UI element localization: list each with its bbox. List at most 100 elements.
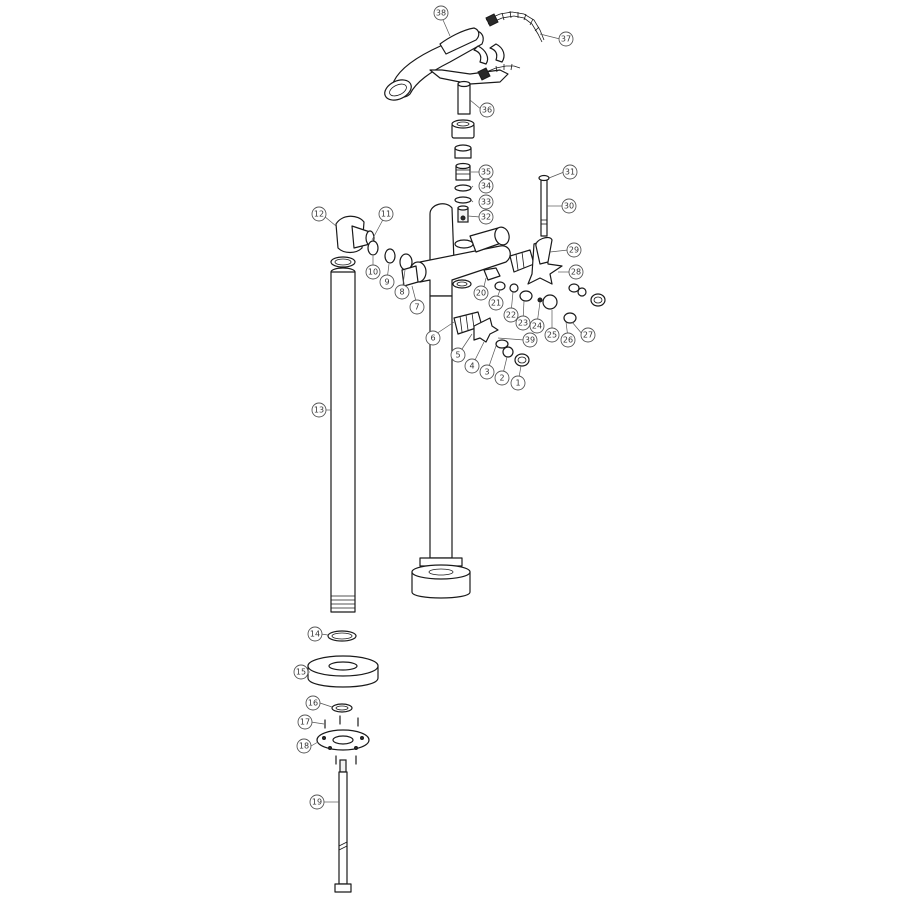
callout-label: 16 bbox=[308, 699, 318, 708]
callout-circle bbox=[560, 332, 576, 348]
callout-25: 25 bbox=[544, 327, 560, 343]
callout-label: 28 bbox=[571, 268, 581, 277]
callout-37: 37 bbox=[558, 31, 574, 47]
callout-3: 3 bbox=[479, 364, 495, 380]
callout-label: 26 bbox=[563, 336, 573, 345]
shower-handset bbox=[384, 27, 484, 101]
callout-22: 22 bbox=[503, 307, 519, 323]
callout-7: 7 bbox=[409, 299, 425, 315]
hose-coil-marks bbox=[501, 10, 540, 32]
callout-label: 14 bbox=[310, 630, 320, 639]
riser-pipe bbox=[330, 267, 356, 613]
callout-circle bbox=[365, 264, 381, 280]
callout-label: 37 bbox=[561, 35, 571, 44]
callout-label: 6 bbox=[430, 334, 435, 343]
callout-32: 32 bbox=[478, 209, 494, 225]
callout-circle bbox=[503, 307, 519, 323]
callout-circle bbox=[378, 206, 394, 222]
callout-36: 36 bbox=[479, 102, 495, 118]
callout-4: 4 bbox=[464, 358, 480, 374]
callout-10: 10 bbox=[365, 264, 381, 280]
callout-circle bbox=[394, 284, 410, 300]
callout-39: 39 bbox=[522, 332, 538, 348]
handset-hose-upper bbox=[485, 10, 545, 43]
left-outlet-fittings bbox=[330, 215, 419, 287]
callout-label: 32 bbox=[481, 213, 491, 222]
callout-9: 9 bbox=[379, 274, 395, 290]
callout-circle bbox=[529, 318, 545, 334]
callout-label: 12 bbox=[314, 210, 324, 219]
callout-label: 17 bbox=[300, 718, 310, 727]
callout-18: 18 bbox=[296, 738, 312, 754]
callout-label: 22 bbox=[506, 311, 516, 320]
callout-circle bbox=[568, 264, 584, 280]
callout-label: 27 bbox=[583, 331, 593, 340]
callout-38: 38 bbox=[433, 5, 449, 21]
callout-circle bbox=[566, 242, 582, 258]
callout-circle bbox=[515, 315, 531, 331]
callout-circle bbox=[433, 5, 449, 21]
callout-circle bbox=[379, 274, 395, 290]
callout-circle bbox=[309, 794, 325, 810]
callout-circle bbox=[305, 695, 321, 711]
callout-circle bbox=[293, 664, 309, 680]
callout-label: 9 bbox=[384, 278, 389, 287]
callout-label: 15 bbox=[296, 668, 306, 677]
upper-nut-stack bbox=[451, 119, 475, 223]
callout-circle bbox=[510, 375, 526, 391]
callout-label: 38 bbox=[436, 9, 446, 18]
callout-11: 11 bbox=[378, 206, 394, 222]
callout-circle bbox=[311, 402, 327, 418]
callout-label: 39 bbox=[525, 336, 535, 345]
callout-15: 15 bbox=[293, 664, 309, 680]
callout-label: 8 bbox=[399, 288, 404, 297]
callout-label: 24 bbox=[532, 322, 542, 331]
callout-circle bbox=[479, 364, 495, 380]
callout-label: 11 bbox=[381, 210, 391, 219]
callout-circle bbox=[478, 194, 494, 210]
callout-label: 20 bbox=[476, 289, 486, 298]
callout-23: 23 bbox=[515, 315, 531, 331]
callout-circle bbox=[297, 714, 313, 730]
cold-cartridge-handle bbox=[453, 311, 530, 367]
callout-31: 31 bbox=[562, 164, 578, 180]
callout-circle bbox=[450, 347, 466, 363]
callout-label: 25 bbox=[547, 331, 557, 340]
callout-5: 5 bbox=[450, 347, 466, 363]
callout-1: 1 bbox=[510, 375, 526, 391]
callout-circle bbox=[425, 330, 441, 346]
callout-21: 21 bbox=[488, 295, 504, 311]
callout-17: 17 bbox=[297, 714, 313, 730]
callout-13: 13 bbox=[311, 402, 327, 418]
callout-16: 16 bbox=[305, 695, 321, 711]
callout-33: 33 bbox=[478, 194, 494, 210]
callout-label: 3 bbox=[484, 368, 489, 377]
callout-circle bbox=[522, 332, 538, 348]
callout-24: 24 bbox=[529, 318, 545, 334]
callout-19: 19 bbox=[309, 794, 325, 810]
callout-circle bbox=[464, 358, 480, 374]
handset-cradle bbox=[429, 43, 521, 115]
callout-label: 18 bbox=[299, 742, 309, 751]
callout-label: 34 bbox=[481, 182, 491, 191]
riser-thread bbox=[331, 595, 355, 609]
callout-26: 26 bbox=[560, 332, 576, 348]
callout-label: 29 bbox=[569, 246, 579, 255]
callout-8: 8 bbox=[394, 284, 410, 300]
callout-label: 10 bbox=[368, 268, 378, 277]
callout-circle bbox=[311, 206, 327, 222]
callout-circle bbox=[296, 738, 312, 754]
callout-28: 28 bbox=[568, 264, 584, 280]
callout-label: 19 bbox=[312, 798, 322, 807]
hot-cartridge-handle bbox=[483, 174, 606, 324]
callout-14: 14 bbox=[307, 626, 323, 642]
callout-6: 6 bbox=[425, 330, 441, 346]
callout-circle bbox=[478, 209, 494, 225]
mixer-body bbox=[409, 203, 511, 599]
callout-label: 2 bbox=[499, 374, 504, 383]
callout-34: 34 bbox=[478, 178, 494, 194]
hose-coil-lower bbox=[495, 63, 513, 73]
callout-35: 35 bbox=[478, 164, 494, 180]
callout-circle bbox=[562, 164, 578, 180]
